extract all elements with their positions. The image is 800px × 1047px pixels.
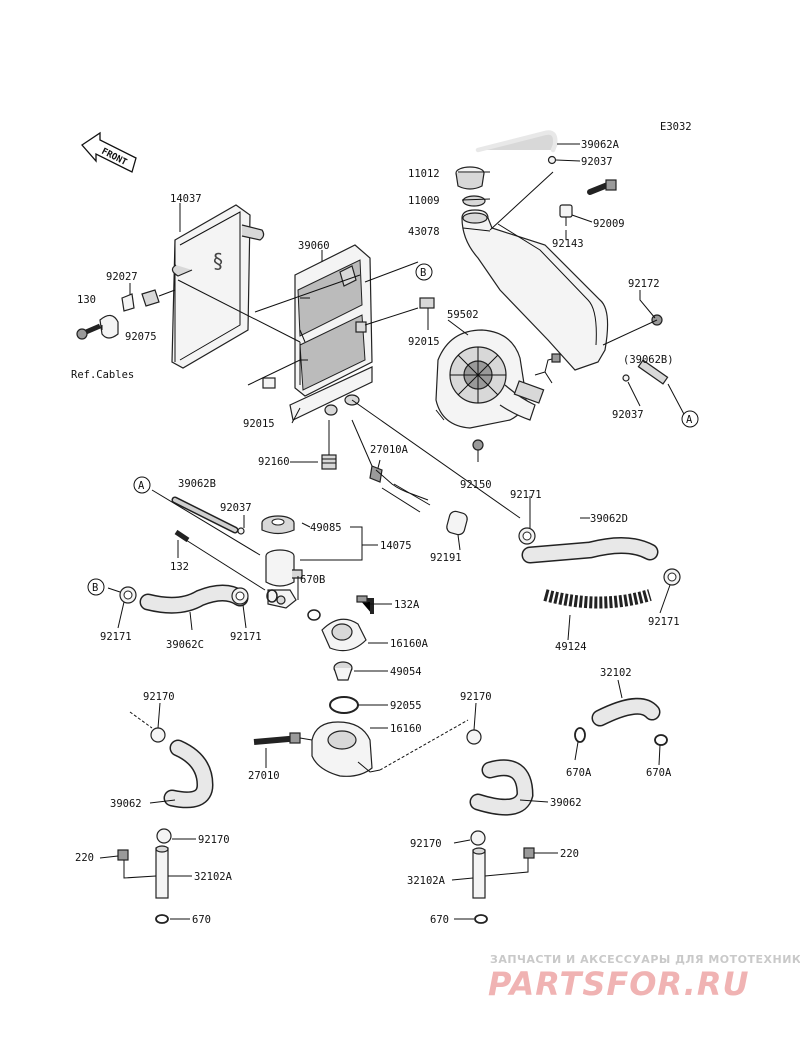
part-92015-a: 92015	[408, 336, 440, 348]
part-92075: 92075	[125, 331, 157, 343]
part-11009: 11009	[408, 195, 440, 207]
part-39062-l: 39062	[110, 798, 142, 810]
callout-b-top: B	[415, 263, 433, 281]
ref-cables: Ref.Cables	[71, 369, 134, 381]
part-labels: 39062A 92037 11012 11009 43078 92009 921…	[71, 139, 680, 926]
part-39060: 39060	[298, 240, 330, 252]
leader-lines	[99, 143, 671, 920]
thermostat-cover-group	[253, 595, 381, 777]
switch-group	[351, 419, 468, 551]
part-32102-top: 32102	[600, 667, 632, 679]
part-14037: 14037	[170, 193, 202, 205]
diagram-code: E3032	[660, 121, 692, 133]
part-92171-top: 92171	[510, 489, 542, 501]
part-670B: 670B	[300, 574, 325, 586]
part-49054: 49054	[390, 666, 422, 678]
part-92015-b: 92015	[243, 418, 275, 430]
part-39062B: 39062B	[178, 478, 216, 490]
part-49124: 49124	[555, 641, 587, 653]
part-670A-l: 670A	[566, 767, 592, 779]
water-pump-group	[351, 329, 561, 519]
callout-b-left: B	[87, 578, 105, 596]
part-27010A: 27010A	[370, 444, 409, 456]
part-220-l: 220	[75, 852, 94, 864]
bypass-hose-group	[151, 489, 266, 591]
thermostat-housing-group	[261, 515, 303, 609]
svg-text:A: A	[686, 414, 693, 426]
front-arrow-icon: FRONT	[81, 131, 137, 173]
part-92171-bm: 92171	[230, 631, 262, 643]
part-92055: 92055	[390, 700, 422, 712]
reservoir-group	[455, 130, 687, 419]
part-11012: 11012	[408, 168, 440, 180]
part-14075: 14075	[380, 540, 412, 552]
part-43078: 43078	[408, 226, 440, 238]
part-132: 132	[170, 561, 189, 573]
part-92170-l2: 92170	[198, 834, 230, 846]
right-pipe-group	[574, 697, 668, 746]
part-39062D: 39062D	[590, 513, 628, 525]
part-59502: 59502	[447, 309, 479, 321]
upper-hose-group	[518, 527, 681, 609]
part-32102A-r: 32102A	[407, 875, 446, 887]
part-92143: 92143	[552, 238, 584, 250]
part-92037-top: 92037	[581, 156, 613, 168]
svg-text:A: A	[138, 480, 145, 492]
part-92170-r2: 92170	[410, 838, 442, 850]
part-16160: 16160	[390, 723, 422, 735]
part-27010: 27010	[248, 770, 280, 782]
part-32102A-l: 32102A	[194, 871, 233, 883]
svg-text:B: B	[420, 267, 426, 279]
part-16160A: 16160A	[390, 638, 429, 650]
part-130: 130	[77, 294, 96, 306]
callout-a-right: A	[681, 410, 699, 428]
part-92171-bl: 92171	[100, 631, 132, 643]
part-92172: 92172	[628, 278, 660, 290]
part-92191: 92191	[430, 552, 462, 564]
part-92171-right: 92171	[648, 616, 680, 628]
svg-text:B: B	[92, 582, 98, 594]
part-92170-r: 92170	[460, 691, 492, 703]
watermark-tagline: ЗАПЧАСТИ И АКСЕССУАРЫ ДЛЯ МОТОТЕХНИКИ	[490, 953, 800, 966]
part-132A: 132A	[394, 599, 420, 611]
watermark: ЗАПЧАСТИ И АКСЕССУАРЫ ДЛЯ МОТОТЕХНИКИ PA…	[488, 953, 800, 1003]
part-670-l: 670	[192, 914, 211, 926]
part-670-r: 670	[430, 914, 449, 926]
part-92160: 92160	[258, 456, 290, 468]
part-39062A: 39062A	[581, 139, 620, 151]
radiator-group: §	[76, 204, 435, 470]
part-220-r: 220	[560, 848, 579, 860]
lower-left-hose-group	[107, 584, 249, 614]
part-92037-mid: 92037	[220, 502, 252, 514]
lower-hoses-group	[117, 711, 535, 924]
part-92037-right: 92037	[612, 409, 644, 421]
part-92027: 92027	[106, 271, 138, 283]
part-39062-r: 39062	[550, 797, 582, 809]
part-670A-r: 670A	[646, 767, 672, 779]
part-92150: 92150	[460, 479, 492, 491]
part-92170-l: 92170	[143, 691, 175, 703]
part-92009: 92009	[593, 218, 625, 230]
part-49085: 49085	[310, 522, 342, 534]
callout-a-left: A	[133, 476, 151, 494]
part-39062C: 39062C	[166, 639, 204, 651]
watermark-brand: PARTSFOR.RU	[488, 965, 749, 1003]
part-39062B-paren: (39062B)	[623, 354, 674, 366]
brand-emblem-icon: §	[212, 249, 224, 273]
